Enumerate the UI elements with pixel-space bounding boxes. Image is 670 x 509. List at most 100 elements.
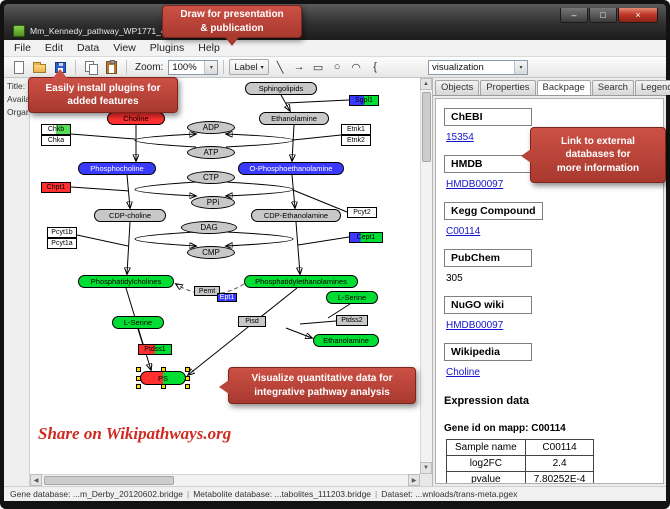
menu-view[interactable]: View [113, 42, 136, 54]
metabolite-node-sphingolipids[interactable]: Sphingolipids [245, 82, 317, 95]
selection-handle[interactable] [161, 384, 166, 389]
wikipedia-value[interactable]: Choline [446, 367, 480, 378]
selection-handle[interactable] [136, 367, 141, 372]
label-tool-button[interactable]: Label ▾ [229, 59, 269, 75]
metabolite-node-l-serine[interactable]: L-Serine [112, 316, 164, 329]
cofactor-node-adp[interactable]: ADP [187, 121, 235, 134]
pathway-edge [70, 186, 130, 192]
line-tool[interactable]: ╲ [276, 61, 284, 74]
arrow-tool[interactable]: → [293, 61, 305, 73]
copy-button[interactable] [81, 59, 100, 76]
selection-handle[interactable] [136, 384, 141, 389]
metabolite-node-ethanolamine[interactable]: Ethanolamine [259, 112, 329, 125]
pathway-edge [280, 94, 290, 111]
pathway-edge [226, 134, 294, 148]
status-segment: Metabolite database: ...tabolites_111203… [193, 489, 372, 499]
drawing-tools: ╲ → ▭ ○ ◠ { [271, 59, 385, 76]
metabolite-node-phosphatidylethanolamines[interactable]: Phosphatidylethanolamines [244, 275, 358, 288]
new-file-button[interactable] [9, 59, 28, 76]
menu-plugins[interactable]: Plugins [149, 42, 185, 54]
pathway-edge [137, 328, 144, 346]
gene-node-ept1[interactable]: Ept1 [217, 293, 237, 302]
menu-data[interactable]: Data [77, 42, 100, 54]
paste-button[interactable] [102, 59, 121, 76]
close-button[interactable]: × [618, 8, 658, 23]
gene-node-chkb[interactable]: Chkb [41, 124, 71, 135]
selection-handle[interactable] [185, 384, 190, 389]
selection-handle[interactable] [185, 367, 190, 372]
gene-node-pisd[interactable]: Pisd [238, 316, 266, 327]
nugo-wiki-header: NuGO wiki [444, 296, 532, 314]
brace-tool[interactable]: { [373, 61, 377, 73]
cofactor-node-atp[interactable]: ATP [187, 146, 235, 159]
pathway-edge [134, 231, 196, 246]
callout-pointer-down-icon [225, 37, 239, 46]
gene-node-chpt1[interactable]: Chpt1 [41, 182, 71, 193]
tab-search[interactable]: Search [591, 80, 634, 95]
gene-node-sgpl1[interactable]: Sgpl1 [349, 95, 379, 106]
open-button[interactable] [30, 59, 49, 76]
menu-help[interactable]: Help [198, 42, 220, 54]
metabolite-node-phosphatidylcholines[interactable]: Phosphatidylcholines [78, 275, 174, 288]
gene-node-ptdss1[interactable]: Ptdss1 [138, 344, 172, 355]
selection-handle[interactable] [161, 367, 166, 372]
metabolite-node-ethanolamine[interactable]: Ethanolamine [313, 334, 379, 347]
gene-node-chka[interactable]: Chka [41, 135, 71, 146]
gene-node-pemt[interactable]: Pemt [194, 286, 220, 296]
visualization-select[interactable]: visualization ▾ [428, 60, 528, 75]
cofactor-node-ctp[interactable]: CTP [187, 171, 235, 184]
horizontal-scroll-thumb[interactable] [44, 476, 174, 485]
scroll-left-icon[interactable]: ◀ [30, 474, 42, 486]
zoom-select[interactable]: 100% ▾ [168, 59, 219, 75]
metabolite-node-l-serine[interactable]: L-Serine [326, 291, 378, 304]
chebi-value[interactable]: 15354 [446, 132, 474, 143]
tab-legend[interactable]: Legend [634, 80, 670, 95]
gene-node-cept1[interactable]: Cept1 [349, 232, 383, 243]
minimize-button[interactable]: – [560, 8, 588, 23]
wikipedia-header: Wikipedia [444, 343, 532, 361]
chebi-header: ChEBI [444, 108, 532, 126]
gene-node-pcyt2[interactable]: Pcyt2 [347, 207, 377, 218]
tab-properties[interactable]: Properties [480, 80, 536, 95]
table-cell: Sample name [446, 439, 526, 456]
tab-objects[interactable]: Objects [435, 80, 480, 95]
hmdb-value[interactable]: HMDB00097 [446, 179, 504, 190]
vertical-scrollbar[interactable]: ▲ ▼ [420, 78, 432, 474]
gene-node-etnk2[interactable]: Etnk2 [341, 135, 371, 146]
metabolite-node-o-phosphoethanolamine[interactable]: O-Phosphoethanolamine [238, 162, 344, 175]
scroll-up-icon[interactable]: ▲ [420, 78, 432, 90]
arc-tool[interactable]: ◠ [351, 61, 361, 74]
vertical-scroll-thumb[interactable] [422, 92, 431, 162]
callout-pointer-up-icon [53, 69, 67, 78]
metabolite-node-cdp-ethanolamine[interactable]: CDP-Ethanolamine [251, 209, 341, 222]
selection-handle[interactable] [185, 376, 190, 381]
pathway-edge [292, 189, 348, 213]
metabolite-node-ps[interactable]: PS [140, 371, 186, 385]
horizontal-scrollbar[interactable]: ◀ ▶ [30, 474, 420, 486]
selection-handle[interactable] [136, 376, 141, 381]
scroll-right-icon[interactable]: ▶ [408, 474, 420, 486]
gene-node-pcyt1b[interactable]: Pcyt1b [47, 227, 77, 238]
scroll-down-icon[interactable]: ▼ [420, 462, 432, 474]
pathway-edge [292, 174, 295, 208]
metabolite-node-cdp-choline[interactable]: CDP-choline [94, 209, 166, 222]
kegg-compound-value[interactable]: C00114 [446, 226, 481, 237]
nugo-wiki-value[interactable]: HMDB00097 [446, 320, 504, 331]
gene-node-pcyt1a[interactable]: Pcyt1a [47, 238, 77, 249]
menu-edit[interactable]: Edit [44, 42, 64, 54]
maximize-button[interactable]: □ [589, 8, 617, 23]
cofactor-node-cmp[interactable]: CMP [187, 246, 235, 259]
ellipse-tool[interactable]: ○ [333, 61, 341, 73]
gene-node-etnk1[interactable]: Etnk1 [341, 124, 371, 135]
metabolite-node-choline[interactable]: Choline [107, 112, 165, 125]
tab-backpage[interactable]: Backpage [536, 80, 591, 95]
cofactor-node-ppi[interactable]: PPi [191, 196, 235, 209]
menu-file[interactable]: File [14, 42, 31, 54]
gene-node-ptdss2[interactable]: Ptdss2 [336, 315, 368, 326]
metabolite-node-phosphocholine[interactable]: Phosphocholine [78, 162, 156, 175]
cofactor-node-dag[interactable]: DAG [181, 221, 237, 234]
callout-pointer-left-icon [219, 380, 229, 394]
rectangle-tool[interactable]: ▭ [312, 61, 324, 74]
